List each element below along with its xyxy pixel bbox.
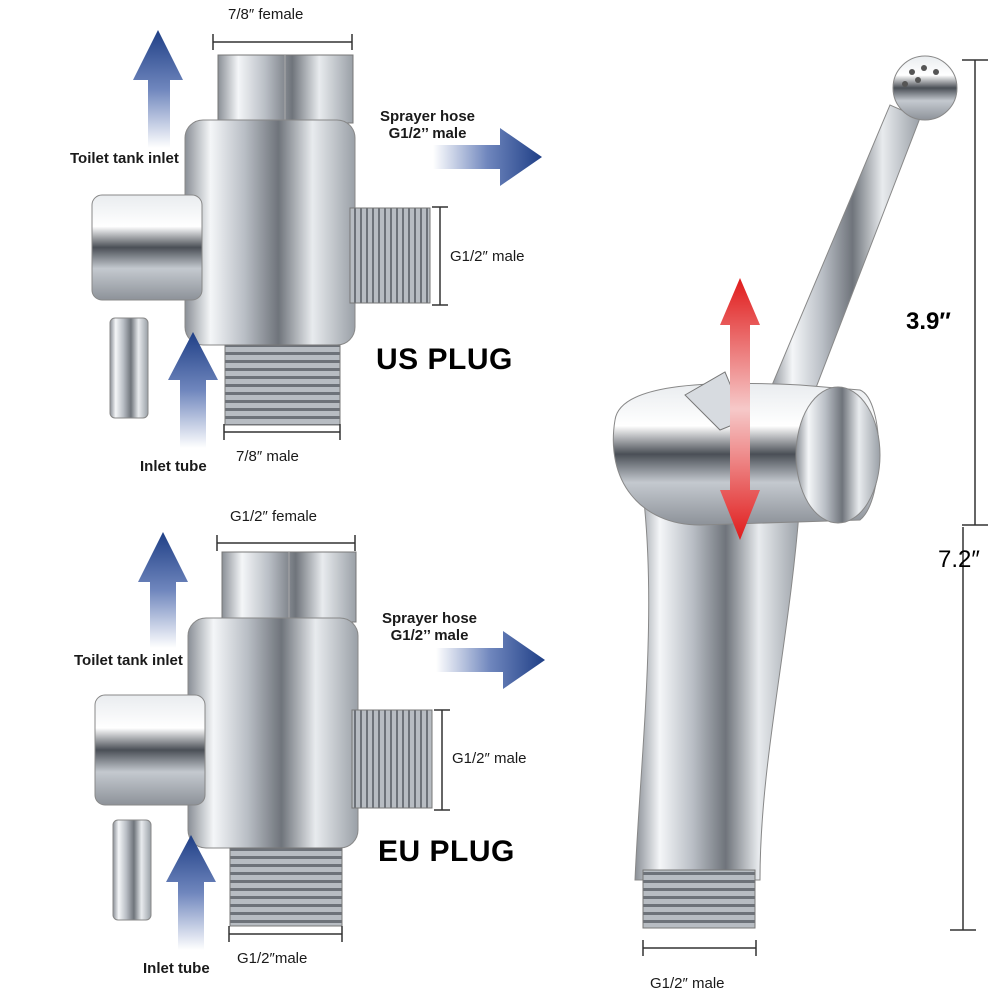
us-side-dimension-label: G1/2″ male [450,248,525,265]
eu-bottom-dimension-label: G1/2″male [237,950,308,967]
eu-toilet-inlet-label: Toilet tank inlet [74,652,183,669]
eu-sprayer-line1: Sprayer hose [381,610,478,627]
us-tee-valve [91,54,431,426]
eu-tee-valve [94,551,433,927]
us-sprayer-line1: Sprayer hose [379,108,476,125]
sprayer-up-down-arrow [720,278,760,540]
us-plug-label: US PLUG [376,343,513,376]
sprayer-body [612,55,958,929]
us-sprayer-hose-arrow [433,128,542,186]
us-sprayer-line2: G1/2’’ male [388,125,467,142]
us-sprayer-hose-label: Sprayer hose G1/2’’ male [370,108,485,142]
eu-dimension-lines [216,535,450,942]
us-toilet-inlet-label: Toilet tank inlet [70,150,179,167]
eu-sprayer-hose-arrow [436,631,545,689]
eu-top-dimension-label: G1/2″ female [230,508,318,525]
us-toilet-inlet-arrow [133,30,183,148]
eu-inlet-tube-label: Inlet tube [143,960,210,977]
us-top-dimension-label: 7/8″ female [228,6,304,23]
sprayer-dimension-lines [642,59,988,956]
us-dimension-lines [212,34,448,440]
eu-sprayer-hose-label: Sprayer hose G1/2’’ male [372,610,487,644]
sprayer-long-dimension-label: 7.2″ [938,546,980,573]
sprayer-short-dimension-label: 3.9″ [906,308,951,335]
us-inlet-tube-label: Inlet tube [140,458,207,475]
eu-inlet-tube-arrow [166,835,216,950]
eu-side-dimension-label: G1/2″ male [452,750,527,767]
us-bottom-dimension-label: 7/8″ male [236,448,299,465]
sprayer-bottom-dimension-label: G1/2″ male [650,975,725,992]
eu-sprayer-line2: G1/2’’ male [390,627,469,644]
eu-plug-label: EU PLUG [378,835,515,868]
eu-toilet-inlet-arrow [138,532,188,648]
us-inlet-tube-arrow [168,332,218,448]
